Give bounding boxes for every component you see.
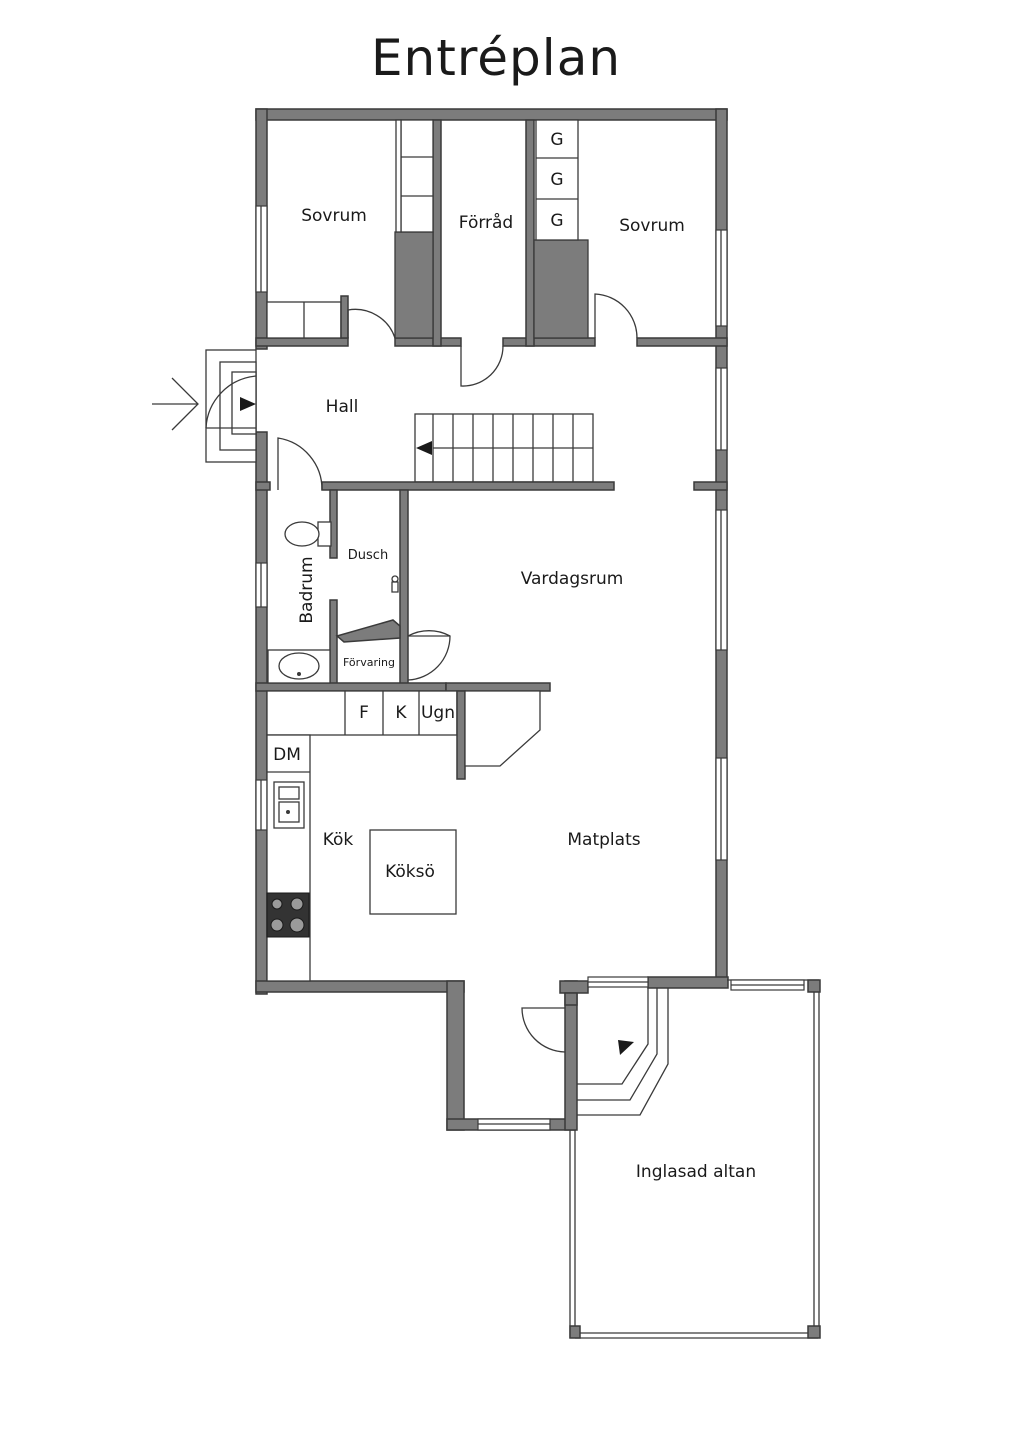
lower-area (521, 988, 669, 1116)
label-kok: Kök (323, 830, 354, 850)
fixture-labels: G G G F K Ugn DM (273, 130, 563, 765)
label-sovrum-right: Sovrum (619, 216, 685, 236)
label-kokso: Köksö (385, 862, 435, 882)
label-freezer: K (395, 703, 407, 723)
entry-arrowhead (240, 397, 256, 411)
label-forrad: Förråd (459, 212, 513, 233)
interior-walls-top (255, 119, 728, 387)
entrance (152, 349, 257, 463)
outer-walls (255, 108, 729, 1131)
kitchen (266, 690, 541, 982)
label-g2: G (550, 170, 563, 190)
label-g3: G (550, 211, 563, 231)
glazed-veranda (569, 979, 821, 1339)
windows (255, 205, 728, 1131)
label-hall: Hall (326, 397, 359, 417)
label-badrum: Badrum (297, 556, 317, 623)
label-dishwasher: DM (273, 745, 301, 765)
label-g1: G (550, 130, 563, 150)
bathroom-block (255, 489, 551, 692)
label-dusch: Dusch (348, 548, 388, 563)
label-forvaring: Förvaring (343, 656, 395, 669)
plan-title: Entréplan (371, 29, 621, 87)
label-fridge: F (359, 703, 369, 723)
label-matplats: Matplats (567, 830, 640, 850)
label-oven: Ugn (421, 703, 455, 723)
label-vardagsrum: Vardagsrum (521, 569, 624, 589)
stair-arrowhead (416, 441, 432, 455)
label-sovrum-left: Sovrum (301, 206, 367, 226)
label-inglasad-altan: Inglasad altan (636, 1162, 756, 1182)
hall-area (255, 413, 728, 491)
room-labels: Sovrum Förråd Sovrum Hall Dusch Badrum F… (297, 206, 756, 1182)
altan-stair-arrowhead (618, 1040, 634, 1055)
